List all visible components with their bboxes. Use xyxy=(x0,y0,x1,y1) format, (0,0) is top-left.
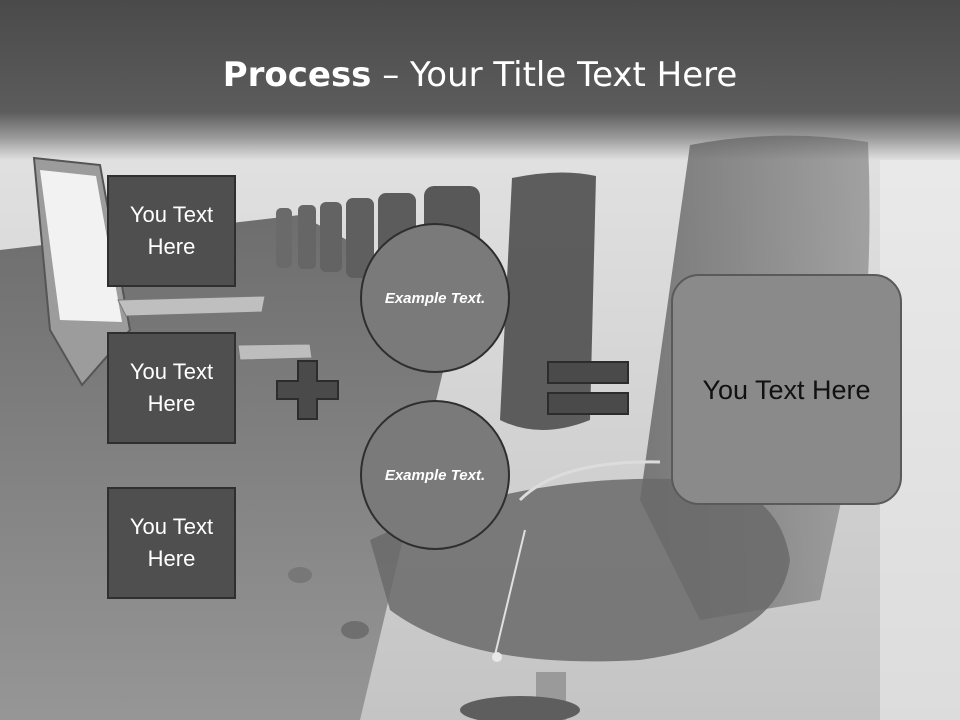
header-bar xyxy=(0,0,960,160)
text-box-label: You Text Here xyxy=(129,202,214,259)
example-circle-1[interactable]: Example Text. xyxy=(360,223,510,373)
page-title[interactable]: Process – Your Title Text Here xyxy=(0,52,960,98)
result-label: You Text Here xyxy=(702,374,871,405)
plus-icon[interactable] xyxy=(276,360,339,420)
equals-icon[interactable] xyxy=(547,361,629,415)
text-box-3[interactable]: You Text Here xyxy=(107,487,236,599)
example-circle-2[interactable]: Example Text. xyxy=(360,400,510,550)
text-box-label: You Text Here xyxy=(129,514,214,571)
title-bold: Process xyxy=(222,55,372,95)
title-rest: – Your Title Text Here xyxy=(371,55,738,95)
text-box-1[interactable]: You Text Here xyxy=(107,175,236,287)
circle-label: Example Text. xyxy=(384,466,486,484)
circle-label: Example Text. xyxy=(384,289,486,307)
result-box[interactable]: You Text Here xyxy=(671,274,902,505)
text-box-2[interactable]: You Text Here xyxy=(107,332,236,444)
text-box-label: You Text Here xyxy=(129,359,214,416)
